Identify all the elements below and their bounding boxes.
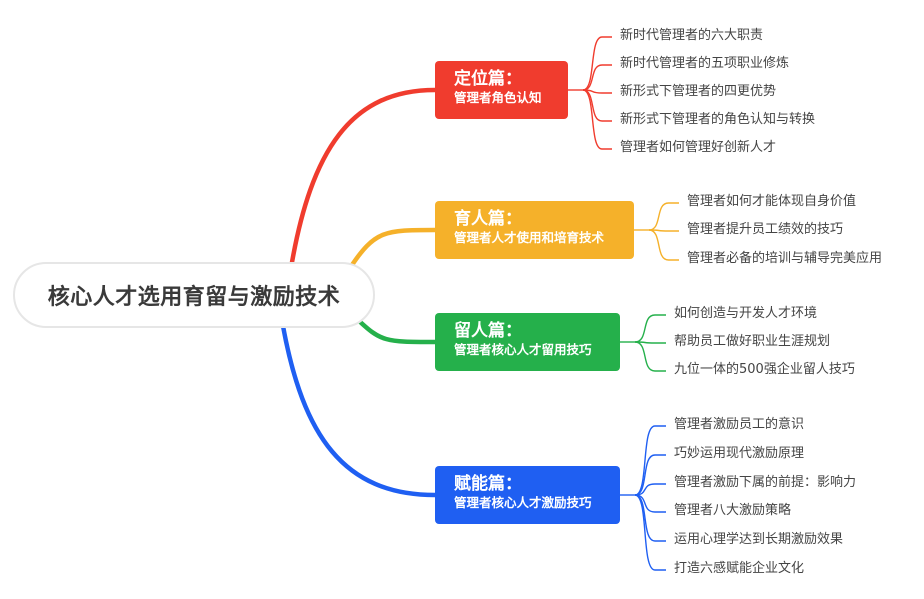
branch-subtitle: 管理者核心人才激励技巧 [454, 495, 592, 510]
leaf-topic[interactable]: 管理者激励员工的意识 [674, 417, 805, 432]
leaf-topic[interactable]: 管理者提升员工绩效的技巧 [687, 222, 844, 237]
leaf-connector [582, 89, 612, 122]
branch-title: 赋能篇： [454, 474, 522, 494]
branch-connector [280, 323, 438, 498]
leaf-topic[interactable]: 新形式下管理者的角色认知与转换 [620, 112, 816, 127]
leaf-topic[interactable]: 管理者如何管理好创新人才 [620, 140, 777, 155]
leaf-topic[interactable]: 管理者八大激励策略 [674, 503, 792, 518]
leaf-connector [648, 202, 679, 231]
branch-connector [288, 87, 438, 271]
leaf-topic[interactable]: 巧妙运用现代激励原理 [674, 446, 805, 461]
leaf-connector [634, 425, 666, 496]
root-topic[interactable]: 核心人才选用育留与激励技术 [13, 262, 375, 328]
branch-positioning[interactable]: 定位篇： 管理者角色认知 [435, 61, 568, 119]
leaf-topic[interactable]: 新时代管理者的五项职业修炼 [620, 56, 790, 71]
leaf-topic[interactable]: 新形式下管理者的四更优势 [620, 84, 777, 99]
leaf-connector [582, 64, 612, 91]
leaf-connector [634, 494, 666, 542]
leaf-connector [648, 229, 679, 261]
leaf-topic[interactable]: 如何创造与开发人才环境 [674, 306, 818, 321]
branch-connector [347, 227, 438, 271]
branch-retention[interactable]: 留人篇： 管理者核心人才留用技巧 [435, 313, 620, 371]
leaf-connector [634, 341, 666, 372]
leaf-connector [582, 89, 612, 150]
leaf-connector [634, 483, 666, 496]
branch-title: 育人篇： [454, 209, 522, 229]
branch-subtitle: 管理者人才使用和培育技术 [454, 230, 605, 245]
branch-subtitle: 管理者角色认知 [454, 90, 542, 105]
leaf-connector [634, 494, 666, 571]
branch-connector [353, 315, 438, 345]
leaf-connector [634, 314, 666, 343]
leaf-topic[interactable]: 新时代管理者的六大职责 [620, 28, 764, 43]
leaf-topic[interactable]: 打造六感赋能企业文化 [674, 561, 805, 576]
leaf-topic[interactable]: 管理者必备的培训与辅导完美应用 [687, 251, 883, 266]
leaf-connector [634, 454, 666, 496]
leaf-topic[interactable]: 帮助员工做好职业生涯规划 [674, 334, 831, 349]
leaf-connector [582, 36, 612, 91]
branch-title: 定位篇： [454, 69, 522, 89]
branch-empowerment[interactable]: 赋能篇： 管理者核心人才激励技巧 [435, 466, 620, 524]
leaf-topic[interactable]: 管理者激励下属的前提：影响力 [674, 475, 857, 490]
branch-subtitle: 管理者核心人才留用技巧 [454, 342, 592, 357]
root-topic-label: 核心人才选用育留与激励技术 [47, 285, 341, 310]
leaf-topic[interactable]: 管理者如何才能体现自身价值 [687, 194, 857, 209]
branch-title: 留人篇： [454, 321, 522, 341]
leaf-connector [648, 229, 679, 232]
branch-cultivation[interactable]: 育人篇： 管理者人才使用和培育技术 [435, 201, 634, 259]
leaf-connector [634, 341, 666, 344]
leaf-topic[interactable]: 运用心理学达到长期激励效果 [674, 532, 844, 547]
leaf-topic[interactable]: 九位一体的500强企业留人技巧 [674, 362, 855, 377]
